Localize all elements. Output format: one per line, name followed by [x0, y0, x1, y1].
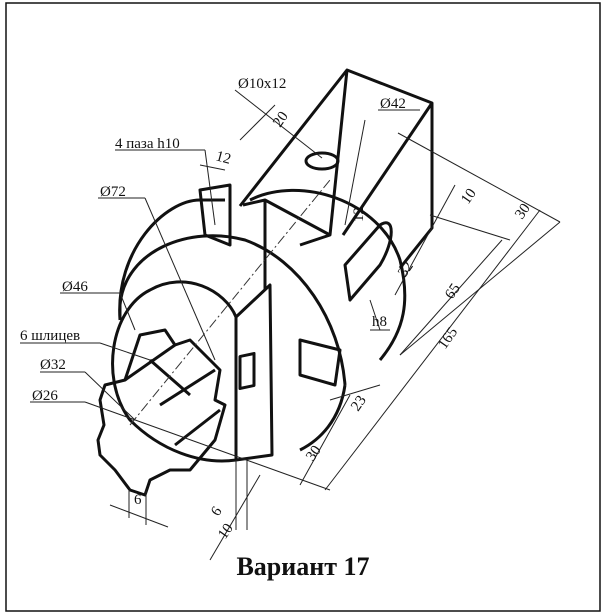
dim-20: 20: [270, 109, 292, 130]
label-d46: Ø46: [62, 279, 88, 295]
front-disk: [111, 280, 238, 463]
label-splines: 6 шлицев: [20, 328, 80, 344]
variant-caption: Вариант 17: [236, 552, 370, 581]
dim-165: 165: [435, 325, 461, 353]
label-d26: Ø26: [32, 388, 58, 404]
label-d32: Ø32: [40, 357, 66, 373]
slot-right: [298, 338, 342, 387]
slot-top: [198, 183, 232, 247]
hole-d10: [304, 151, 340, 171]
spline-shaft: [96, 328, 227, 497]
label-h8: h8: [372, 314, 387, 330]
slot-h8: [343, 221, 393, 302]
window: [238, 351, 256, 391]
label-hole-d10x12: Ø10x12: [238, 76, 286, 92]
bracket: [238, 68, 434, 269]
dim-6-spline: 6: [134, 492, 142, 508]
dim-10-bottom: 10: [215, 521, 237, 542]
label-slots-h10: 4 паза h10: [115, 136, 180, 152]
central-block: [234, 198, 331, 462]
label-d42: Ø42: [380, 96, 406, 112]
dim-6-bottom: 6: [208, 504, 226, 520]
dim-32: 32: [395, 259, 417, 280]
dim-30-right: 30: [512, 201, 534, 222]
large-disk: [118, 183, 407, 452]
axis-line: [129, 179, 331, 426]
dimension-lines: [20, 89, 561, 561]
dim-12-slot: 12: [351, 207, 367, 222]
label-d72: Ø72: [100, 184, 126, 200]
dim-10-right: 10: [458, 186, 480, 207]
drawing-frame: [5, 2, 601, 612]
dim-12-top: 12: [214, 148, 233, 167]
dim-65: 65: [442, 281, 464, 302]
dim-23: 23: [348, 393, 370, 414]
